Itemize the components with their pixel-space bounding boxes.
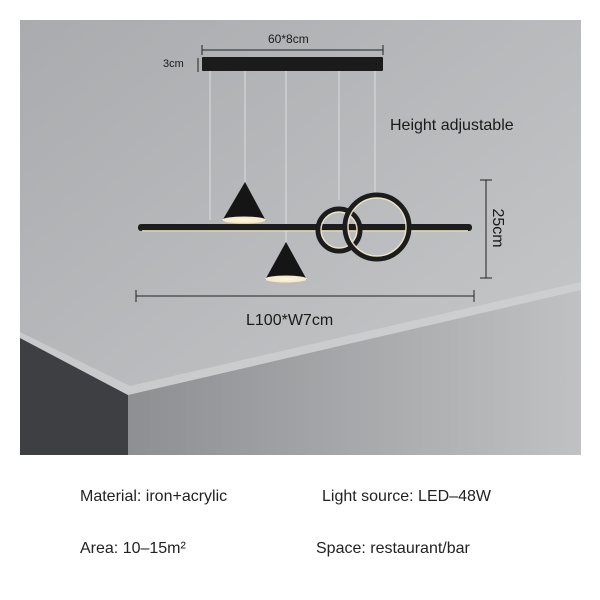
top-width-label: 60*8cm	[268, 32, 309, 46]
length-label: L100*W7cm	[246, 312, 334, 329]
area-spec: Area: 10–15m²	[80, 540, 186, 557]
material-spec: Material: iron+acrylic	[80, 488, 228, 505]
cone-shade-2	[265, 242, 307, 280]
cone-shade-1	[222, 182, 266, 221]
large-ring	[342, 192, 412, 262]
product-photo	[20, 20, 581, 455]
space-spec: Space: restaurant/bar	[316, 540, 470, 557]
drop-height-label: 25cm	[489, 208, 506, 248]
pendant-light-illustration	[20, 20, 581, 455]
horizontal-light-bar	[138, 224, 472, 231]
light-source-spec: Light source: LED–48W	[322, 488, 491, 505]
canopy-height-label: 3cm	[163, 58, 184, 70]
dark-wall	[20, 338, 128, 455]
height-adjustable-label: Height adjustable	[390, 117, 514, 134]
canopy	[202, 57, 383, 71]
wall-surface	[128, 290, 581, 455]
small-ring	[315, 206, 363, 254]
